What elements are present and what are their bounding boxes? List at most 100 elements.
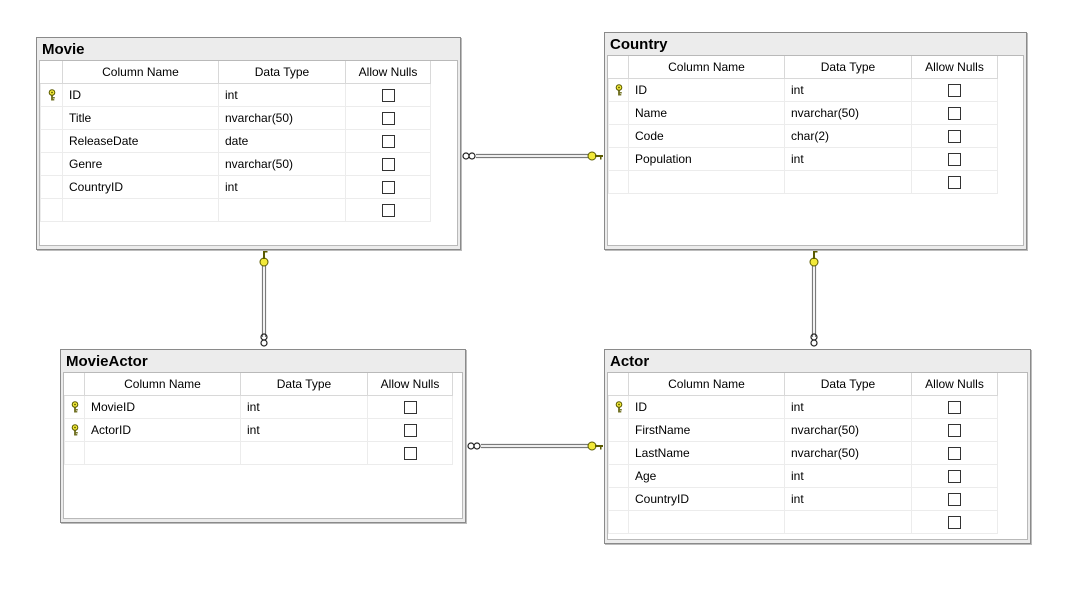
column-name-cell[interactable]: ID <box>628 395 785 419</box>
allow-nulls-checkbox[interactable] <box>948 401 961 415</box>
data-type-cell[interactable]: nvarchar(50) <box>784 418 912 442</box>
data-type-cell[interactable]: int <box>784 464 912 488</box>
allow-nulls-checkbox[interactable] <box>948 130 961 144</box>
column-row[interactable] <box>64 441 453 465</box>
row-selector[interactable] <box>608 418 629 442</box>
column-name-cell[interactable]: Title <box>62 106 219 130</box>
column-name-cell[interactable]: LastName <box>628 441 785 465</box>
row-selector[interactable] <box>40 129 63 153</box>
data-type-cell[interactable]: nvarchar(50) <box>784 441 912 465</box>
data-type-cell[interactable]: int <box>218 83 346 107</box>
data-type-cell[interactable] <box>218 198 346 222</box>
column-name-cell[interactable]: ActorID <box>84 418 241 442</box>
row-selector[interactable] <box>64 441 85 465</box>
column-name-cell[interactable]: FirstName <box>628 418 785 442</box>
data-type-cell[interactable]: int <box>784 78 912 102</box>
data-type-cell[interactable]: int <box>240 418 368 442</box>
column-name-cell[interactable] <box>84 441 241 465</box>
row-selector[interactable] <box>608 101 629 125</box>
row-selector[interactable] <box>608 464 629 488</box>
allow-nulls-checkbox[interactable] <box>381 181 395 195</box>
data-type-cell[interactable]: nvarchar(50) <box>218 106 346 130</box>
column-name-cell[interactable]: CountryID <box>62 175 219 199</box>
data-type-cell[interactable]: nvarchar(50) <box>784 101 912 125</box>
data-type-cell[interactable] <box>240 441 368 465</box>
allow-nulls-checkbox[interactable] <box>381 158 395 172</box>
allow-nulls-checkbox[interactable] <box>948 176 961 190</box>
column-name-cell[interactable]: Name <box>628 101 785 125</box>
data-type-cell[interactable]: int <box>218 175 346 199</box>
allow-nulls-checkbox[interactable] <box>948 153 961 167</box>
column-name-cell[interactable]: ID <box>628 78 785 102</box>
row-selector[interactable] <box>40 198 63 222</box>
column-name-cell[interactable]: CountryID <box>628 487 785 511</box>
row-selector[interactable] <box>40 152 63 176</box>
allow-nulls-checkbox[interactable] <box>403 447 417 461</box>
row-selector[interactable] <box>608 124 629 148</box>
column-name-cell[interactable]: ReleaseDate <box>62 129 219 153</box>
allow-nulls-checkbox[interactable] <box>948 516 961 530</box>
data-type-cell[interactable]: date <box>218 129 346 153</box>
data-type-cell[interactable]: nvarchar(50) <box>218 152 346 176</box>
allow-nulls-checkbox[interactable] <box>381 204 395 218</box>
column-name-cell[interactable]: MovieID <box>84 395 241 419</box>
data-type-cell[interactable] <box>784 510 912 534</box>
column-name-cell[interactable] <box>628 510 785 534</box>
column-name-cell[interactable]: Population <box>628 147 785 171</box>
column-name-cell[interactable] <box>628 170 785 194</box>
allow-nulls-checkbox[interactable] <box>381 135 395 149</box>
data-type-cell[interactable]: int <box>784 487 912 511</box>
allow-nulls-checkbox[interactable] <box>403 401 417 415</box>
allow-nulls-checkbox[interactable] <box>381 89 395 103</box>
data-type-cell[interactable]: char(2) <box>784 124 912 148</box>
column-name-cell[interactable]: Code <box>628 124 785 148</box>
row-selector[interactable] <box>40 175 63 199</box>
allow-nulls-checkbox[interactable] <box>948 84 961 98</box>
column-name-cell[interactable]: Genre <box>62 152 219 176</box>
column-row[interactable] <box>608 170 998 194</box>
row-selector[interactable] <box>608 170 629 194</box>
column-name-cell[interactable]: ID <box>62 83 219 107</box>
allow-nulls-checkbox[interactable] <box>948 493 961 507</box>
allow-nulls-checkbox[interactable] <box>403 424 417 438</box>
column-name-cell[interactable] <box>62 198 219 222</box>
column-row[interactable] <box>608 510 998 534</box>
row-selector[interactable] <box>40 106 63 130</box>
data-type-cell[interactable]: int <box>784 395 912 419</box>
data-type-cell[interactable]: int <box>240 395 368 419</box>
column-name-cell[interactable]: Age <box>628 464 785 488</box>
data-type-cell[interactable] <box>784 170 912 194</box>
allow-nulls-checkbox[interactable] <box>948 447 961 461</box>
row-selector[interactable] <box>608 147 629 171</box>
allow-nulls-checkbox[interactable] <box>948 470 961 484</box>
data-type-cell[interactable]: int <box>784 147 912 171</box>
row-selector[interactable] <box>608 441 629 465</box>
row-selector[interactable] <box>608 487 629 511</box>
allow-nulls-checkbox[interactable] <box>948 424 961 438</box>
allow-nulls-checkbox[interactable] <box>948 107 961 121</box>
